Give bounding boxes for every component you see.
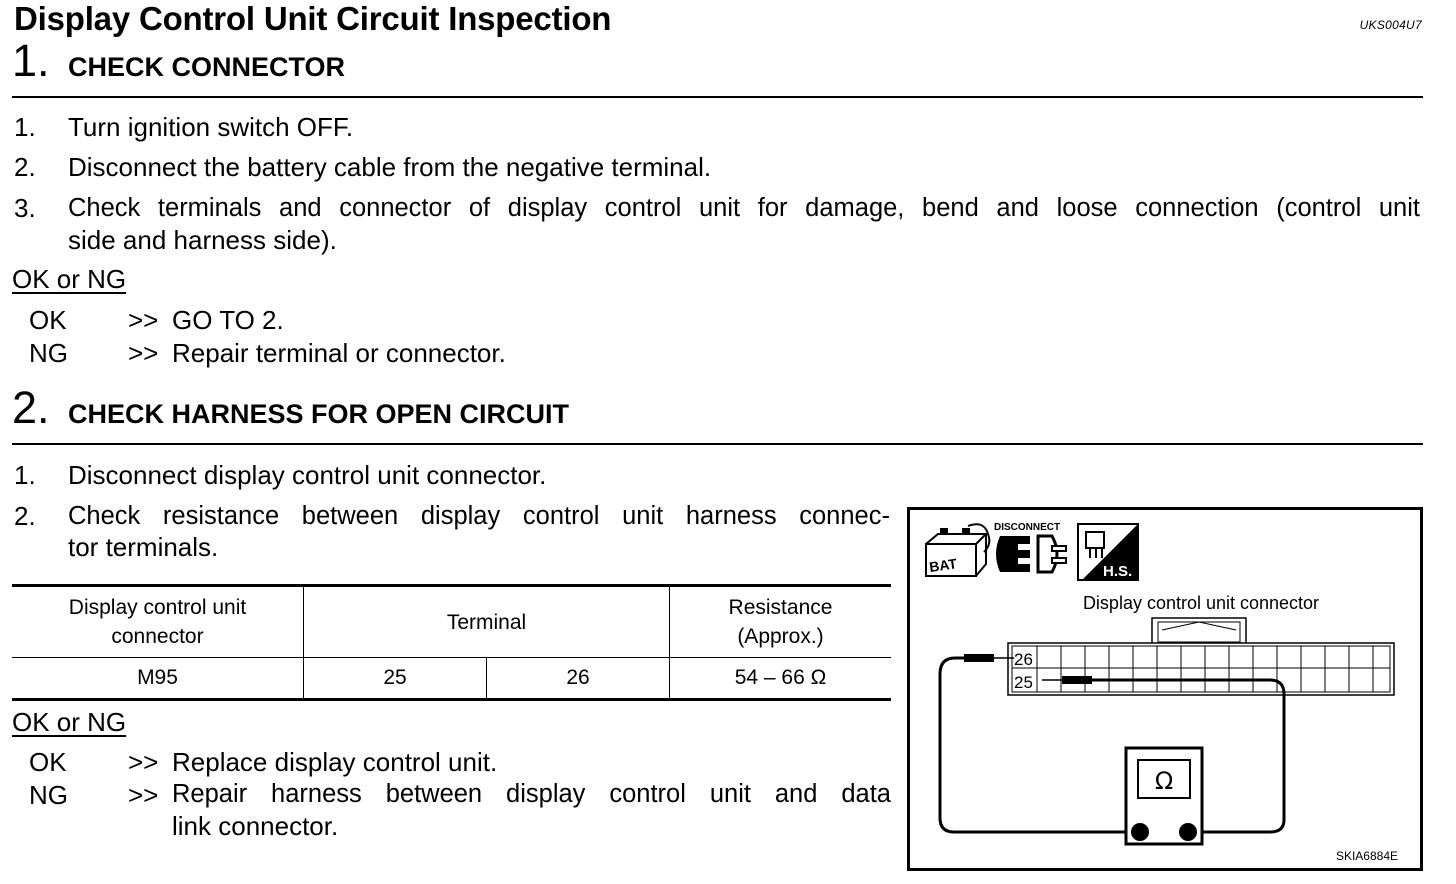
step-1-result-ng-text: Repair terminal or connector.	[172, 338, 506, 368]
disconnect-icon-label: DISCONNECT	[994, 522, 1060, 533]
step-1-result-ok-arrow: >>	[128, 305, 159, 335]
page-title: Display Control Unit Circuit Inspection	[14, 0, 612, 37]
step-1-title: CHECK CONNECTOR	[68, 52, 346, 82]
step-2-item-2-line-2: tor terminals.	[68, 532, 219, 562]
figure-code: SKIA6884E	[1336, 849, 1398, 863]
step-2-item-1-number: 1.	[14, 460, 36, 490]
table-header-row: Display control unit connector Terminal …	[12, 584, 891, 658]
probe-tip-bottom	[1062, 676, 1092, 684]
step-2-ok-or-ng-label: OK or NG	[12, 707, 127, 737]
step-1-result-ok-key: OK	[29, 305, 67, 335]
probe-tip-top	[964, 654, 994, 662]
header-resistance-line-2: (Approx.)	[737, 625, 824, 648]
header-connector: Display control unit connector	[12, 584, 304, 658]
step-2-item-2-number: 2.	[14, 501, 36, 531]
probe-leads	[938, 654, 1286, 834]
meter-terminal-right	[1179, 823, 1197, 841]
cell-terminal-a: 25	[303, 657, 487, 701]
pin-25-label: 25	[1014, 673, 1033, 692]
connector-caption: Display control unit connector	[1083, 593, 1319, 613]
document-code: UKS004U7	[1359, 18, 1422, 32]
step-1-divider	[12, 96, 1423, 98]
disconnect-icon: DISCONNECT	[994, 522, 1067, 574]
cell-connector: M95	[12, 657, 304, 701]
step-1-item-2-text: Disconnect the battery cable from the ne…	[68, 152, 712, 182]
diagram-svg: BAT DISCONNECT H.S. Display control unit…	[925, 522, 1398, 863]
header-connector-line-2: connector	[111, 625, 204, 648]
measurement-diagram: BAT DISCONNECT H.S. Display control unit…	[907, 507, 1423, 871]
pin-26-label: 26	[1014, 650, 1033, 669]
step-2-divider	[12, 443, 1423, 445]
step-1-item-3-number: 3.	[14, 193, 36, 223]
meter-terminal-left	[1131, 823, 1149, 841]
step-2-result-ok-text: Replace display control unit.	[172, 747, 498, 777]
cell-terminal-b: 26	[486, 657, 670, 701]
table-row: M95 25 26 54 – 66 Ω	[12, 657, 891, 701]
header-connector-line-1: Display control unit	[68, 596, 247, 619]
battery-icon-label: BAT	[928, 555, 958, 575]
harness-side-icon-label: H.S.	[1103, 563, 1132, 580]
step-2-result-ok-arrow: >>	[128, 747, 159, 777]
header-resistance: Resistance (Approx.)	[669, 584, 891, 658]
step-2-number: 2.	[12, 382, 50, 433]
step-1-item-1-number: 1.	[14, 112, 36, 142]
ohm-symbol: Ω	[1155, 767, 1173, 795]
header-resistance-line-1: Resistance	[728, 596, 833, 619]
step-1-result-ng-key: NG	[29, 338, 68, 368]
resistance-spec-table: Display control unit connector Terminal …	[12, 584, 891, 701]
step-1-item-3-line-2: side and harness side).	[68, 225, 337, 255]
ohmmeter: Ω	[1124, 746, 1204, 846]
step-2-result-ok-key: OK	[29, 747, 67, 777]
step-1-result-ng-arrow: >>	[128, 338, 159, 368]
step-1-ok-or-ng-label: OK or NG	[12, 264, 127, 294]
connector-pin-grid	[1012, 646, 1390, 692]
step-2-result-ng-key: NG	[29, 780, 68, 810]
harness-side-icon: H.S.	[1077, 523, 1139, 581]
display-control-unit-connector: 26 25	[1007, 617, 1395, 696]
step-1-item-1-text: Turn ignition switch OFF.	[68, 112, 354, 142]
step-2-result-ng-line-2: link connector.	[172, 811, 339, 841]
cell-resistance: 54 – 66 Ω	[669, 657, 891, 701]
step-1-item-2-number: 2.	[14, 152, 36, 182]
step-1-result-ok-text: GO TO 2.	[172, 305, 284, 335]
header-terminal: Terminal	[303, 584, 670, 658]
step-2-item-1-text: Disconnect display control unit connecto…	[68, 460, 547, 490]
step-1-number: 1.	[12, 35, 50, 86]
battery-icon: BAT	[925, 523, 991, 577]
step-2-title: CHECK HARNESS FOR OPEN CIRCUIT	[68, 399, 570, 429]
step-2-result-ng-arrow: >>	[128, 780, 159, 810]
